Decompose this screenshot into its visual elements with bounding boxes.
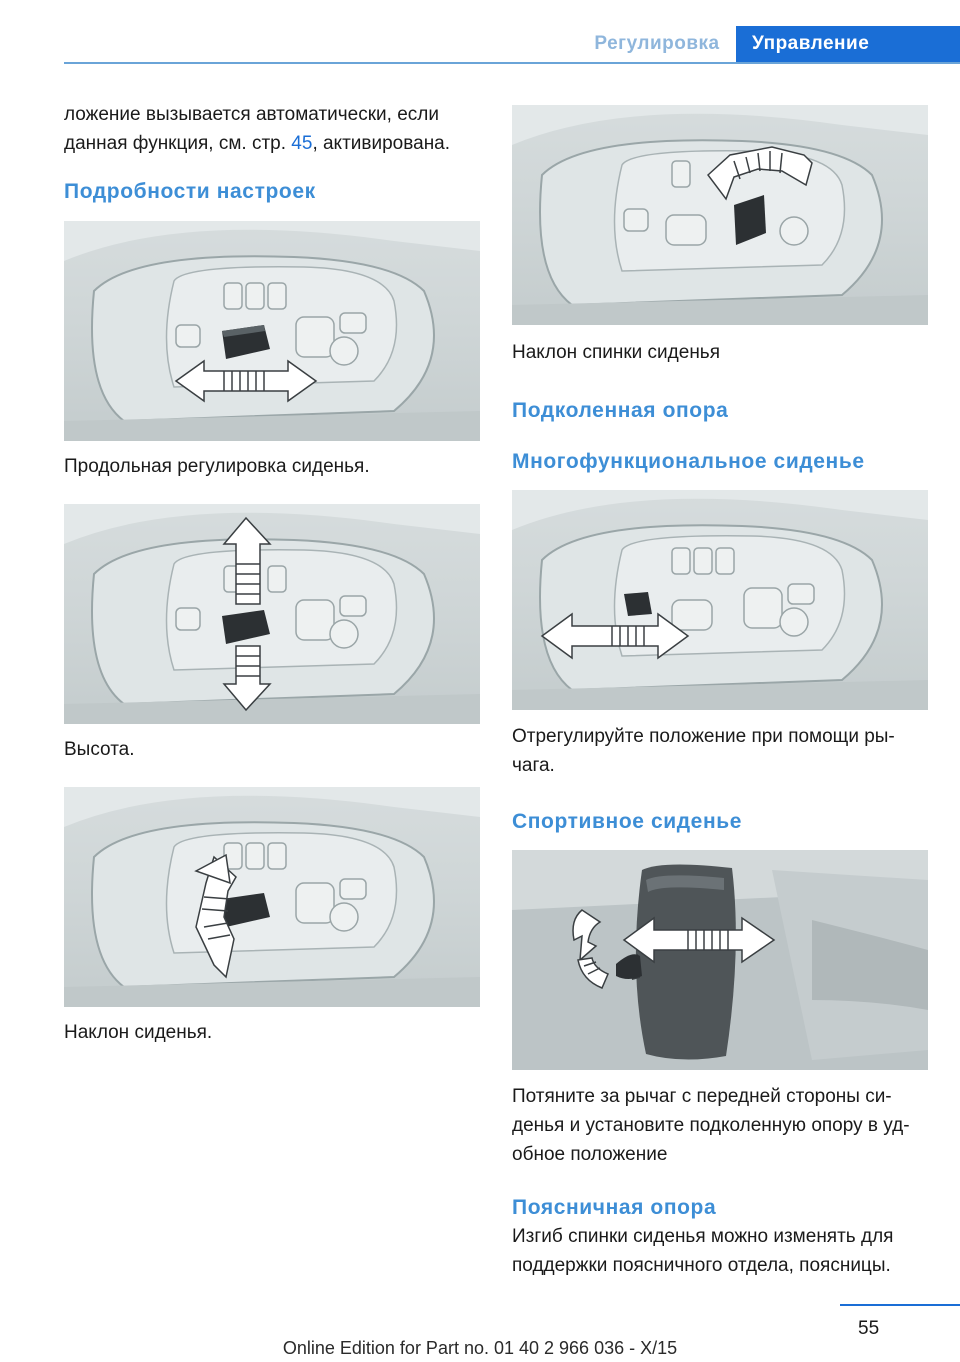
heading-multifunction-seat: Многофункциональное сиденье: [512, 450, 865, 473]
caption-backrest: Наклон спинки сиденья: [512, 342, 720, 363]
caption-lever-line-2: чага.: [512, 755, 555, 776]
footer-rule: [840, 1304, 960, 1306]
heading-thigh-support: Подколенная опора: [512, 399, 729, 422]
multifunction-seat-image: [512, 490, 928, 710]
edition-footer: Online Edition for Part no. 01 40 2 966 …: [282, 1338, 678, 1358]
caption-sport-line-3: обное положение: [512, 1144, 668, 1165]
caption-height: Высота.: [64, 739, 135, 760]
caption-sport-line-2: денья и установите подколенную опору в у…: [512, 1115, 910, 1136]
heading-settings-details: Подробности настроек: [64, 180, 316, 203]
backrest-tilt-image: [512, 105, 928, 325]
page-number: 55: [858, 1318, 880, 1339]
sport-seat-image: [512, 850, 928, 1070]
caption-sport-line-1: Потяните за рычаг с передней стороны си‐: [512, 1086, 892, 1107]
caption-longitudinal: Продольная регулировка сиденья.: [64, 456, 370, 477]
seat-longitudinal-image: [64, 221, 480, 441]
caption-tilt: Наклон сиденья.: [64, 1022, 213, 1043]
heading-lumbar-support: Поясничная опора: [512, 1196, 717, 1219]
header-rule: [64, 62, 960, 64]
seat-height-image: [64, 504, 480, 724]
intro-line-1: ложение вызывается автоматически, если: [64, 104, 439, 125]
page-link-45[interactable]: 45: [291, 133, 313, 154]
heading-sport-seat: Спортивное сиденье: [512, 810, 743, 833]
lumbar-text-line-2: поддержки поясничного отдела, поясницы.: [512, 1255, 891, 1276]
intro-line-2-post: , активирована.: [312, 133, 451, 154]
lumbar-text-line-1: Изгиб спинки сиденья можно изменять для: [512, 1226, 894, 1247]
tab-control[interactable]: Управление: [736, 26, 960, 62]
seat-tilt-image: [64, 787, 480, 1007]
intro-line-2: данная функция, см. стр. 45, активирован…: [64, 129, 450, 158]
intro-line-2-pre: данная функция, см. стр.: [64, 133, 292, 154]
tab-regulation[interactable]: Регулировка: [594, 33, 720, 54]
caption-lever-line-1: Отрегулируйте положение при помощи ры‐: [512, 726, 895, 747]
